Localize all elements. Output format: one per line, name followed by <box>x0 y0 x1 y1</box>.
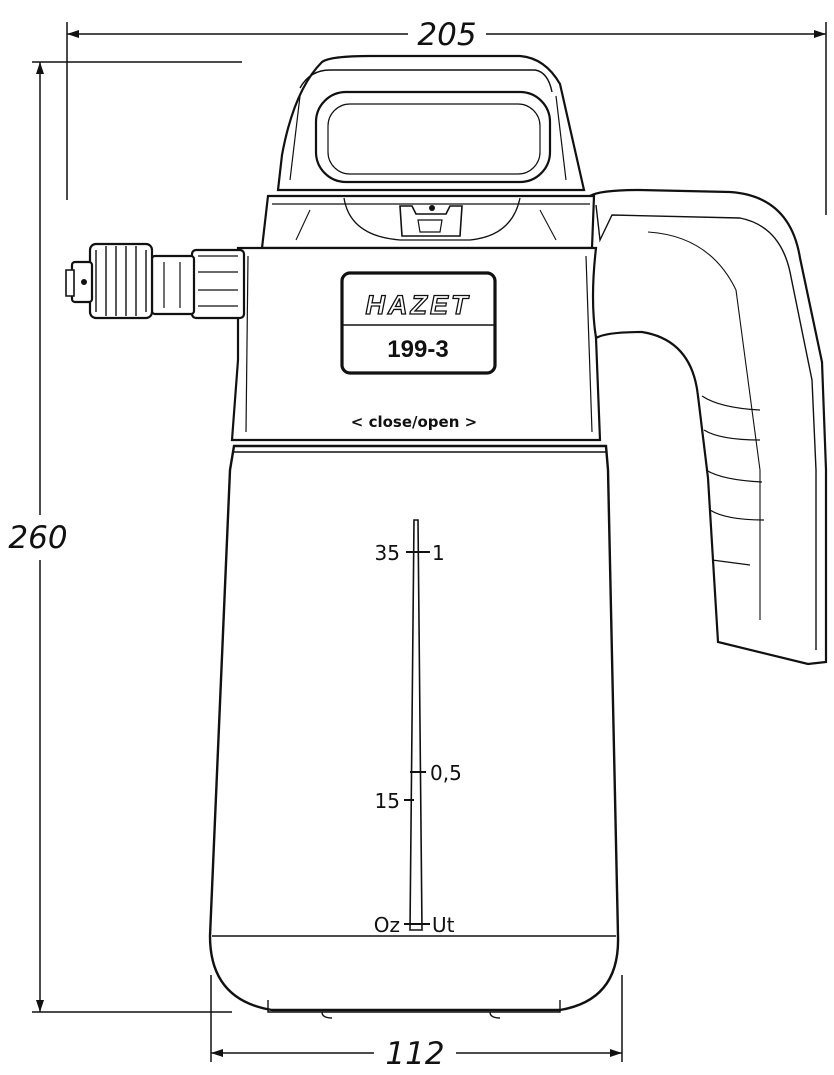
fill-level-scale: 35 1 0,5 15 Oz Ut <box>374 519 462 937</box>
dimension-value-112: 112 <box>385 1036 444 1070</box>
scale-lt-0-5: 0,5 <box>430 761 462 785</box>
dimension-overall-width: 205 <box>66 17 827 215</box>
scale-oz-35: 35 <box>375 541 400 565</box>
scale-stem <box>409 519 423 931</box>
dimension-bottle-width: 112 <box>210 975 623 1072</box>
pump-handle <box>586 188 828 666</box>
scale-oz-15: 15 <box>375 789 400 813</box>
pump-collar <box>260 194 596 250</box>
dimension-value-260: 260 <box>8 520 67 556</box>
close-open-instruction: < close/open > <box>351 413 477 431</box>
dimension-value-205: 205 <box>417 17 476 53</box>
scale-lt-unit: Ut <box>432 913 455 937</box>
scale-lt-1: 1 <box>432 541 445 565</box>
pump-cap <box>276 54 586 192</box>
spray-nozzle <box>65 242 246 320</box>
dimension-overall-height: 260 <box>8 61 242 1013</box>
model-number: 199-3 <box>387 336 448 363</box>
brand-logo-text: HAZET <box>366 290 471 320</box>
brand-label: HAZET 199-3 <box>340 271 497 375</box>
scale-oz-unit: Oz <box>374 913 400 937</box>
